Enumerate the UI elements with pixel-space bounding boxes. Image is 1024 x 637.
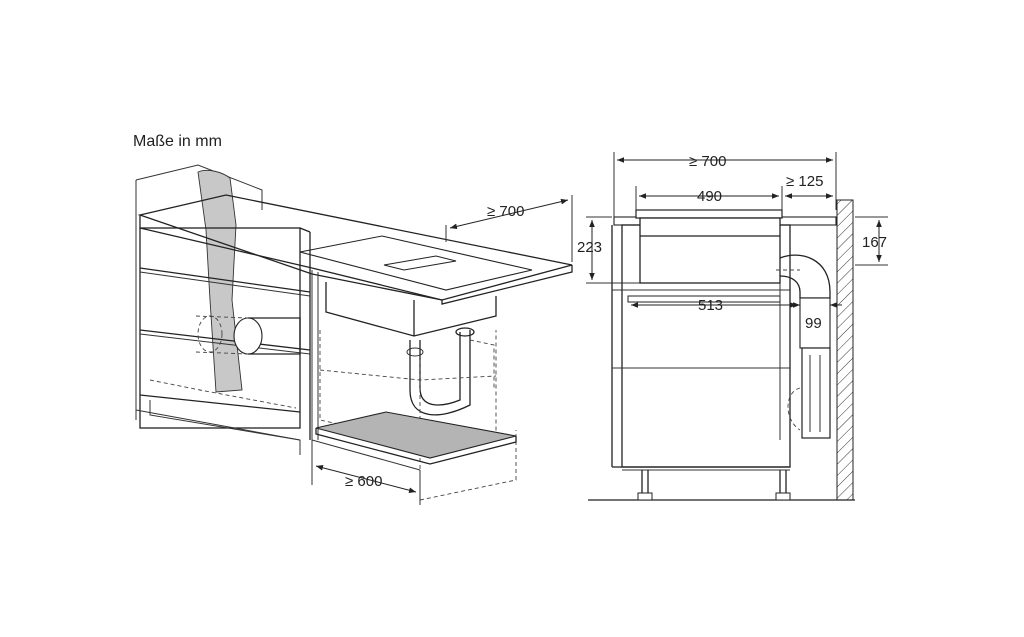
- dim-iso-depth: ≥ 700: [445, 195, 573, 262]
- dim-rear-gap-label: ≥ 125: [786, 173, 823, 190]
- dim-wall-height-label: 167: [862, 234, 887, 251]
- hob-unit: [639, 217, 781, 284]
- dim-duct-width-label: 99: [805, 315, 822, 332]
- wall: [836, 199, 854, 501]
- units-caption: Maße in mm: [133, 133, 222, 150]
- dim-hob-height-label: 223: [577, 239, 602, 256]
- base-panel: [315, 411, 517, 459]
- worktop: [137, 194, 573, 301]
- dim-iso-depth-label: ≥ 700: [487, 203, 524, 220]
- vent-slot: [383, 255, 457, 271]
- duct-elbow: [406, 327, 475, 416]
- dim-hob-depth-label: 490: [697, 188, 722, 205]
- dim-overall-depth-label: ≥ 700: [689, 153, 726, 170]
- side-section-view: ≥ 700 490 ≥ 125 223 167 513 99: [577, 152, 888, 501]
- dim-iso-width-label: ≥ 600: [345, 473, 382, 490]
- horizontal-duct: [195, 315, 301, 355]
- side-duct: [776, 254, 831, 439]
- dim-duct-length-label: 513: [698, 297, 723, 314]
- wall-duct: [197, 169, 243, 393]
- isometric-view: ≥ 700 ≥ 600: [135, 164, 573, 505]
- dim-iso-width: ≥ 600: [311, 440, 421, 505]
